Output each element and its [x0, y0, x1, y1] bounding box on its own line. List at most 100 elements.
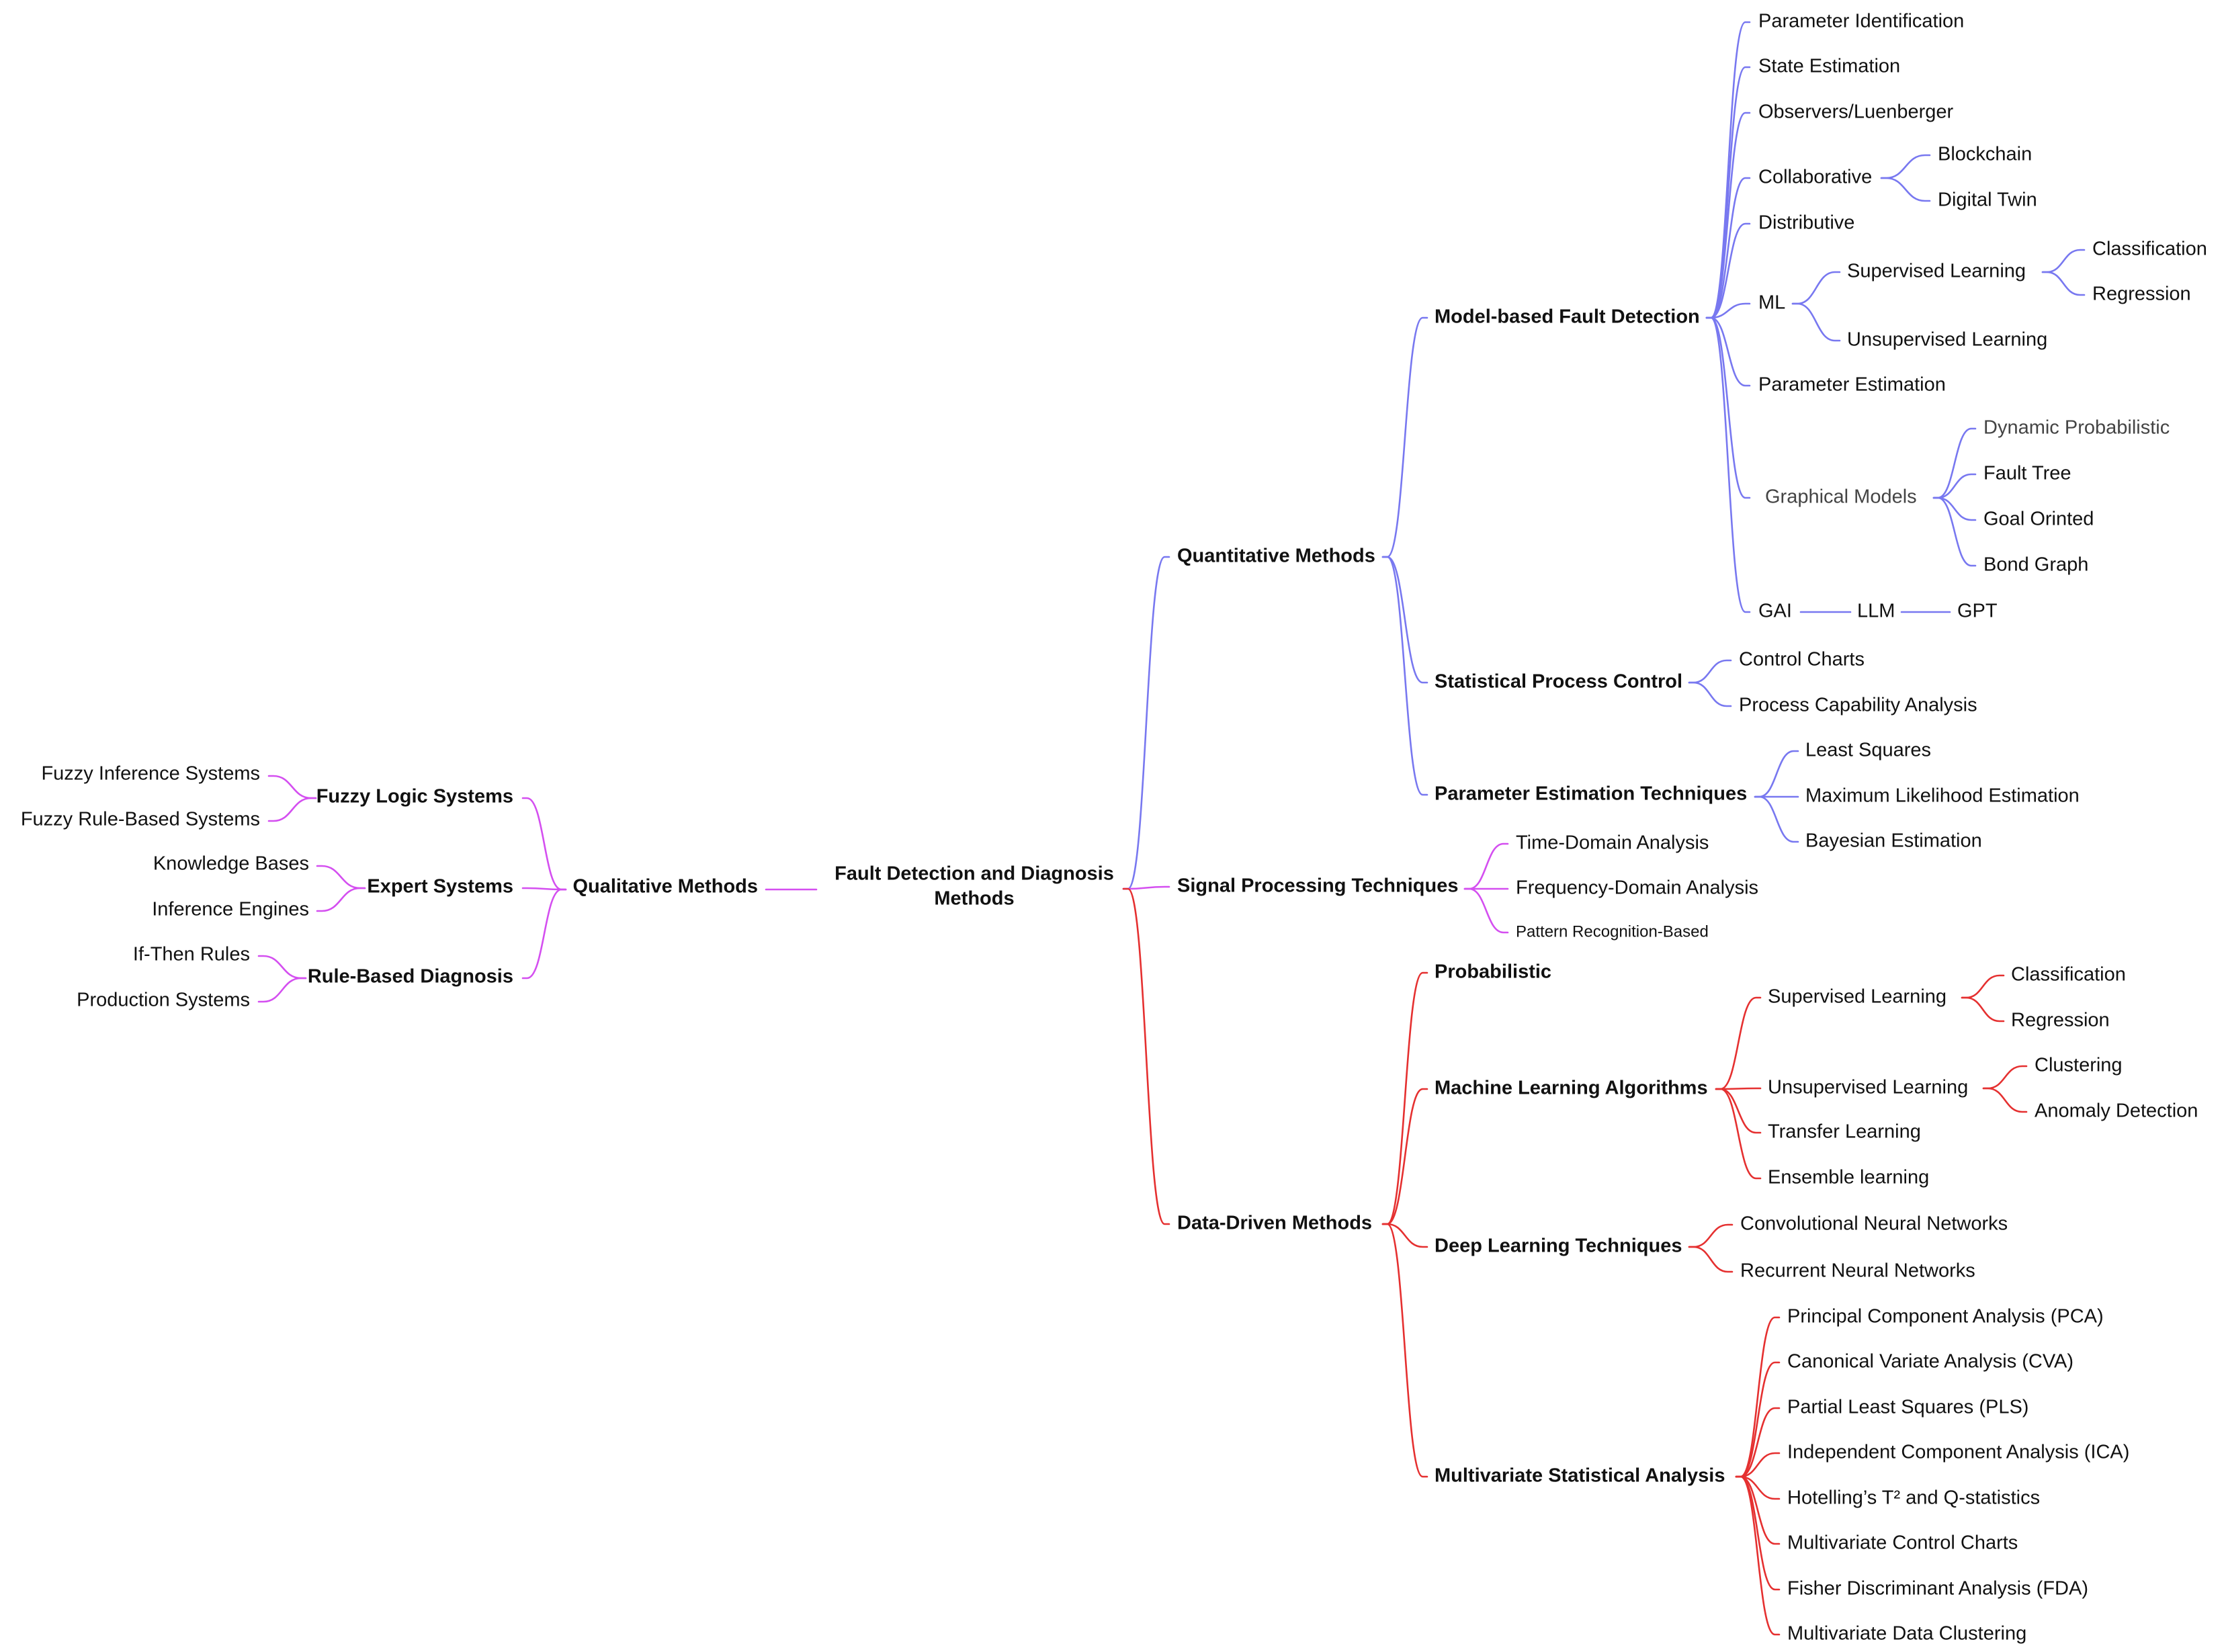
edge-dlt-cnn: [1688, 1223, 1734, 1248]
edge-spc-capability: [1688, 681, 1732, 707]
least-squares-node: Least Squares: [1805, 740, 1931, 761]
edge-model-child-1: [1705, 66, 1751, 319]
edge-msa-child-1: [1735, 1361, 1781, 1478]
data-driven-methods-node: Data-Driven Methods: [1177, 1213, 1372, 1234]
edge-quant-model: [1381, 316, 1428, 558]
quantitative-methods-node: Quantitative Methods: [1177, 546, 1375, 567]
fault-tree-node: Fault Tree: [1983, 463, 2071, 484]
edge-dd-msa: [1381, 1223, 1428, 1478]
hotelling-node: Hotelling’s T² and Q-statistics: [1787, 1487, 2040, 1509]
edge-signal-child-2: [1463, 887, 1509, 934]
edge-mla-child-0: [1715, 996, 1762, 1090]
statistical-process-control-node: Statistical Process Control: [1435, 671, 1682, 693]
edge-dd-probabilistic: [1381, 971, 1428, 1225]
bayesian-estimation-node: Bayesian Estimation: [1805, 830, 1982, 852]
transfer-learning-node: Transfer Learning: [1768, 1121, 1921, 1143]
edge-rule-production: [257, 977, 307, 1003]
goal-orinted-node: Goal Orinted: [1983, 509, 2094, 530]
edge-dlt-rnn: [1688, 1246, 1734, 1273]
edge-model-child-6: [1705, 316, 1751, 387]
production-systems-node: Production Systems: [77, 990, 250, 1011]
connector-lines: [257, 21, 2086, 1636]
recurrent-neural-networks-node: Recurrent Neural Networks: [1740, 1260, 1975, 1282]
frequency-domain-analysis-node: Frequency-Domain Analysis: [1516, 877, 1758, 899]
fda-node: Fisher Discriminant Analysis (FDA): [1787, 1578, 2088, 1600]
distributive-node: Distributive: [1758, 212, 1854, 234]
anomaly-detection-node: Anomaly Detection: [2035, 1100, 2198, 1122]
edge-msa-child-3: [1735, 1452, 1781, 1478]
edge-quant-pet: [1381, 556, 1428, 796]
edge-graphical-child-1: [1932, 473, 1977, 499]
edge-ml-supervised: [1791, 271, 1841, 305]
knowledge-bases-node: Knowledge Bases: [153, 853, 309, 875]
edge-rule-ifthen: [257, 955, 307, 980]
dd-classification-node: Classification: [2011, 964, 2126, 986]
blockchain-node: Blockchain: [1938, 144, 2032, 165]
clustering-node: Clustering: [2035, 1055, 2123, 1076]
ml-node: ML: [1758, 292, 1785, 314]
ml-supervised-learning-node: Supervised Learning: [1847, 261, 2026, 282]
edge-graphical-child-2: [1932, 496, 1977, 521]
bond-graph-node: Bond Graph: [1983, 554, 2088, 576]
edge-graphical-child-3: [1932, 496, 1977, 567]
process-capability-analysis-node: Process Capability Analysis: [1739, 695, 1977, 716]
gpt-node: GPT: [1957, 601, 1998, 622]
root-node-line2: Methods: [934, 888, 1014, 910]
gai-node: GAI: [1758, 601, 1792, 622]
edge-fuzzy-inference: [267, 775, 317, 799]
edge-ddunsup-clustering: [1982, 1065, 2028, 1090]
state-estimation-node: State Estimation: [1758, 56, 1900, 77]
edge-collab-blockchain: [1880, 154, 1931, 179]
edge-mla-child-2: [1715, 1088, 1762, 1134]
machine-learning-algorithms-node: Machine Learning Algorithms: [1435, 1078, 1708, 1099]
edge-pet-child-2: [1754, 795, 1799, 843]
edge-qual-fuzzy: [521, 797, 567, 891]
multivariate-control-charts-node: Multivariate Control Charts: [1787, 1532, 2018, 1554]
cva-node: Canonical Variate Analysis (CVA): [1787, 1351, 2073, 1373]
parameter-identification-node: Parameter Identification: [1758, 11, 1964, 32]
dd-unsupervised-learning-node: Unsupervised Learning: [1768, 1077, 1968, 1098]
multivariate-statistical-analysis-node: Multivariate Statistical Analysis: [1435, 1465, 1725, 1487]
signal-processing-techniques-node: Signal Processing Techniques: [1177, 875, 1458, 897]
edge-msa-child-4: [1735, 1475, 1781, 1500]
edge-mlsup-regression: [2041, 271, 2086, 296]
time-domain-analysis-node: Time-Domain Analysis: [1516, 832, 1709, 854]
llm-node: LLM: [1857, 601, 1895, 622]
edge-root-quantitative: [1122, 556, 1170, 890]
parameter-estimation-node: Parameter Estimation: [1758, 374, 1946, 396]
dd-regression-node: Regression: [2011, 1010, 2110, 1031]
dd-supervised-learning-node: Supervised Learning: [1768, 986, 1947, 1008]
edge-dd-dlt: [1381, 1223, 1428, 1248]
maximum-likelihood-estimation-node: Maximum Likelihood Estimation: [1805, 785, 2080, 807]
fuzzy-inference-systems-node: Fuzzy Inference Systems: [41, 763, 260, 785]
edge-dd-mla: [1381, 1088, 1428, 1225]
parameter-estimation-techniques-node: Parameter Estimation Techniques: [1435, 783, 1747, 805]
edge-ddsup-regression: [1961, 996, 2005, 1023]
edge-fuzzy-rulebased: [267, 797, 317, 822]
edge-expert-kb: [316, 865, 366, 889]
convolutional-neural-networks-node: Convolutional Neural Networks: [1740, 1213, 2008, 1235]
probabilistic-node: Probabilistic: [1435, 961, 1551, 983]
root-node-line1: Fault Detection and Diagnosis: [835, 863, 1114, 885]
edge-model-child-3: [1705, 177, 1751, 319]
pattern-recognition-based-node: Pattern Recognition-Based: [1516, 922, 1709, 941]
if-then-rules-node: If-Then Rules: [133, 944, 250, 965]
collaborative-node: Collaborative: [1758, 167, 1872, 188]
digital-twin-node: Digital Twin: [1938, 189, 2037, 211]
graphical-models-node: Graphical Models: [1765, 486, 1917, 508]
edge-model-child-2: [1705, 112, 1751, 319]
edge-mla-child-3: [1715, 1088, 1762, 1180]
edge-signal-child-0: [1463, 842, 1509, 890]
edge-ddsup-classification: [1961, 974, 2005, 999]
fuzzy-logic-systems-node: Fuzzy Logic Systems: [316, 786, 513, 808]
dynamic-probabilistic-node: Dynamic Probabilistic: [1983, 417, 2170, 439]
edge-expert-ie: [316, 887, 366, 912]
edge-model-child-7: [1705, 316, 1751, 499]
ica-node: Independent Component Analysis (ICA): [1787, 1442, 2129, 1463]
edge-root-datadriven: [1122, 887, 1170, 1225]
ensemble-learning-node: Ensemble learning: [1768, 1167, 1929, 1188]
edge-msa-child-7: [1735, 1475, 1781, 1636]
edge-spc-controlcharts: [1688, 659, 1732, 684]
ml-unsupervised-learning-node: Unsupervised Learning: [1847, 329, 2047, 351]
